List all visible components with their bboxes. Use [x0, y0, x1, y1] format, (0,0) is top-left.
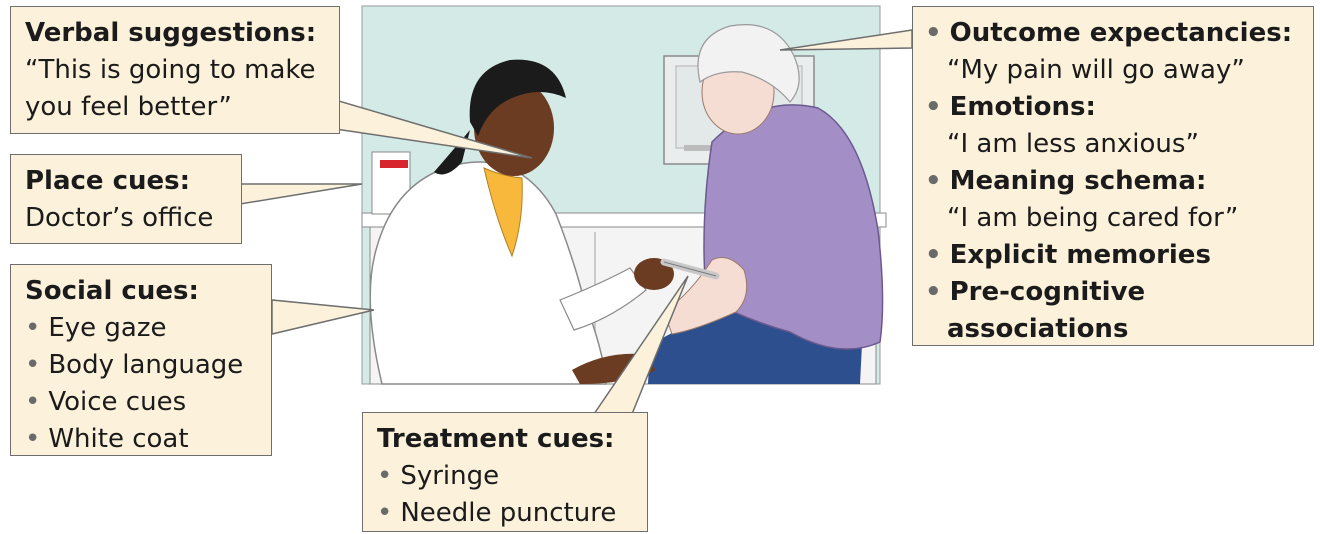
- treatment-cue-item: Syringe: [377, 458, 635, 495]
- emotions-label: Emotions:: [925, 89, 1301, 126]
- treatment-cues-title: Treatment cues:: [377, 421, 635, 458]
- social-cue-item: White coat: [25, 421, 259, 458]
- social-cue-item: Voice cues: [25, 384, 259, 421]
- verbal-suggestions-box: Verbal suggestions: “This is going to ma…: [10, 6, 340, 134]
- pre-cognitive-label-line-2: associations: [925, 311, 1301, 348]
- place-cues-value: Doctor’s office: [25, 200, 229, 237]
- emotions-quote: “I am less anxious”: [925, 126, 1301, 163]
- outcome-expectancies-quote: “My pain will go away”: [925, 52, 1301, 89]
- place-cues-box: Place cues: Doctor’s office: [10, 154, 242, 244]
- social-cues-box: Social cues: Eye gaze Body language Voic…: [10, 264, 272, 456]
- treatment-cues-box: Treatment cues: Syringe Needle puncture: [362, 412, 648, 532]
- verbal-suggestions-title: Verbal suggestions:: [25, 15, 327, 52]
- meaning-schema-quote: “I am being cared for”: [925, 200, 1301, 237]
- outcome-expectancies-label: Outcome expectancies:: [925, 15, 1301, 52]
- social-cue-item: Body language: [25, 347, 259, 384]
- social-cue-item: Eye gaze: [25, 310, 259, 347]
- treatment-cue-item: Needle puncture: [377, 495, 635, 532]
- verbal-quote-line-2: you feel better”: [25, 89, 327, 126]
- verbal-quote-line-1: “This is going to make: [25, 52, 327, 89]
- place-cues-title: Place cues:: [25, 163, 229, 200]
- patient-responses-box: Outcome expectancies: “My pain will go a…: [912, 6, 1314, 346]
- social-cues-title: Social cues:: [25, 273, 259, 310]
- meaning-schema-label: Meaning schema:: [925, 163, 1301, 200]
- explicit-memories-label: Explicit memories: [925, 237, 1301, 274]
- pre-cognitive-label: Pre-cognitive: [925, 274, 1301, 311]
